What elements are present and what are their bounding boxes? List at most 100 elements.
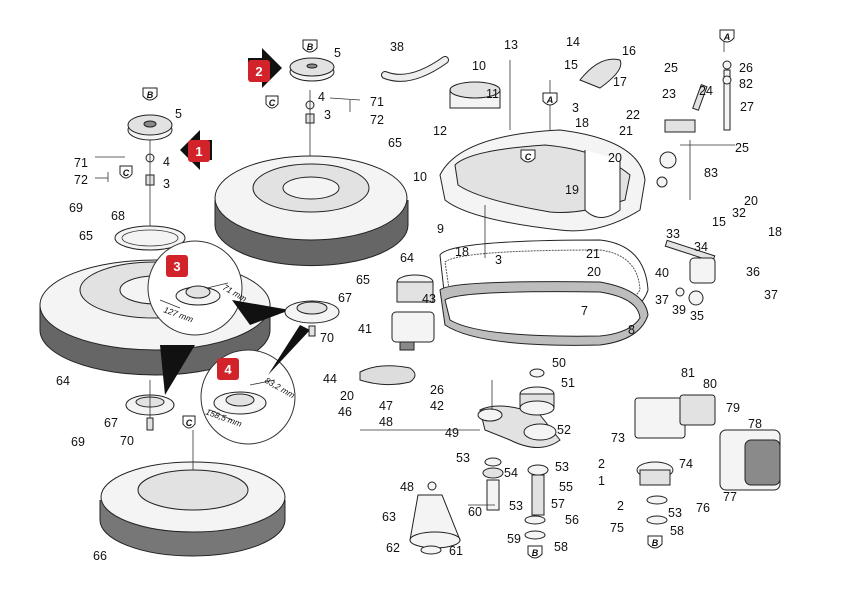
label-61: 61 [449,544,463,558]
pulley-51 [519,386,555,416]
ref-shields: B B C C C A C A B B [119,29,735,559]
svg-text:B: B [532,548,539,558]
callout-4: 4 [217,358,239,380]
label-60: 60 [468,505,482,519]
label-78: 78 [748,417,762,431]
label-64a: 64 [56,374,70,388]
pointer-triangle-4b [268,325,310,375]
label-7: 7 [581,304,588,318]
label-18c: 18 [768,225,782,239]
pointer-triangle-3 [232,300,290,325]
label-33: 33 [666,227,680,241]
label-53d: 53 [668,506,682,520]
label-24: 24 [699,84,713,98]
part-50 [529,368,545,378]
main-housing [439,81,646,232]
label-15b: 15 [712,215,726,229]
label-3a: 3 [163,177,170,191]
label-1: 1 [598,474,605,488]
callout-3-label: 3 [173,259,180,274]
label-4a: 4 [163,155,170,169]
callout-1: 1 [180,130,212,170]
label-83: 83 [704,166,718,180]
label-67a: 67 [104,416,118,430]
label-38: 38 [390,40,404,54]
label-40: 40 [655,266,669,280]
label-69a: 69 [69,201,83,215]
label-18b: 18 [455,245,469,259]
drive-motor [634,394,781,525]
label-39: 39 [672,303,686,317]
label-3d: 3 [495,253,502,267]
label-46: 46 [338,405,352,419]
label-63: 63 [382,510,396,524]
svg-text:B: B [147,90,154,100]
label-13: 13 [504,38,518,52]
callout-2-label: 2 [255,64,262,79]
label-20c: 20 [744,194,758,208]
label-14: 14 [566,35,580,49]
label-5a: 5 [175,107,182,121]
label-34: 34 [694,240,708,254]
label-65a: 65 [79,229,93,243]
leader-lines [360,60,735,506]
svg-text:C: C [186,418,193,428]
label-20a: 20 [608,151,622,165]
label-10a: 10 [472,59,486,73]
label-62: 62 [386,541,400,555]
label-57: 57 [551,497,565,511]
label-68: 68 [111,209,125,223]
svg-text:C: C [123,168,130,178]
svg-text:C: C [269,98,276,108]
label-65c: 65 [356,273,370,287]
left-small-head-assembly [95,114,173,230]
label-51: 51 [561,376,575,390]
label-81: 81 [681,366,695,380]
label-35: 35 [690,309,704,323]
label-43: 43 [422,292,436,306]
cone-63 [409,481,461,555]
label-11: 11 [486,87,499,101]
label-59: 59 [507,532,521,546]
svg-text:B: B [307,42,314,52]
label-32: 32 [732,206,746,220]
label-3b: 3 [324,108,331,122]
label-21a: 21 [586,247,600,261]
label-71b: 71 [370,95,384,109]
label-20b: 20 [587,265,601,279]
label-70b: 70 [320,331,334,345]
bottom-brush-disc [99,430,286,557]
shaft-assembly [482,457,549,540]
top-middle-brush-disc [214,155,409,267]
label-10b: 10 [413,170,427,184]
callout-1-label: 1 [195,144,202,159]
label-52: 52 [557,423,571,437]
label-12: 12 [433,124,447,138]
label-49: 49 [445,426,459,440]
svg-text:A: A [546,95,554,105]
label-76: 76 [696,501,710,515]
label-58b: 58 [670,524,684,538]
label-3c: 3 [572,101,579,115]
label-44: 44 [323,372,337,386]
label-80: 80 [703,377,717,391]
label-5b: 5 [334,46,341,60]
label-77: 77 [723,490,737,504]
label-8: 8 [628,323,635,337]
label-55: 55 [559,480,573,494]
label-37b: 37 [655,293,669,307]
label-48b: 48 [400,480,414,494]
label-18a: 18 [575,116,589,130]
label-15a: 15 [564,58,578,72]
label-37a: 37 [764,288,778,302]
label-74: 74 [679,457,693,471]
pad-driver-left [125,380,175,431]
label-21b: 21 [619,124,633,138]
label-26: 26 [739,61,753,75]
label-19: 19 [565,183,579,197]
label-64b: 64 [400,251,414,265]
label-70a: 70 [120,434,134,448]
label-73: 73 [611,431,625,445]
label-26b: 26 [430,383,444,397]
